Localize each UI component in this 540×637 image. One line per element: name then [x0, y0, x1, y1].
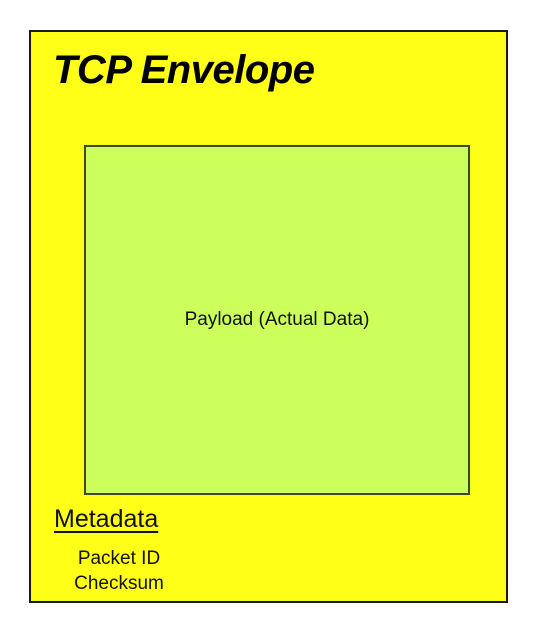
envelope-title: TCP Envelope — [53, 48, 315, 92]
metadata-list: Packet ID Checksum — [53, 546, 185, 596]
tcp-envelope-box: TCP Envelope Payload (Actual Data) Metad… — [29, 30, 508, 603]
payload-box: Payload (Actual Data) — [84, 145, 470, 495]
payload-label: Payload (Actual Data) — [184, 309, 370, 330]
metadata-item-checksum: Checksum — [74, 573, 164, 594]
metadata-heading: Metadata — [54, 505, 159, 533]
metadata-item-packet-id: Packet ID — [77, 548, 161, 569]
